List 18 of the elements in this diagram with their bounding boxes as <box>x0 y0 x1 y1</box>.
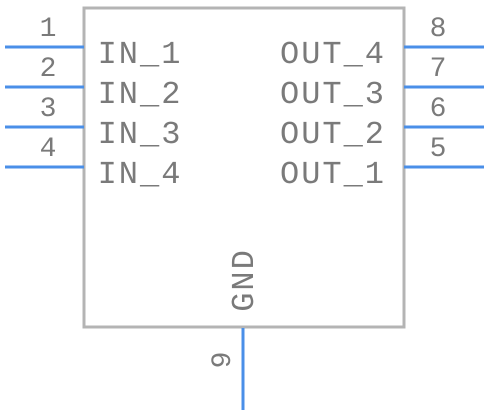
pin-number: 9 <box>210 352 238 368</box>
pin-name: IN_1 <box>98 39 182 71</box>
pin-number: 7 <box>430 56 446 84</box>
pin-number: 4 <box>40 136 56 164</box>
pin-name: OUT_4 <box>280 39 386 71</box>
pin-number: 2 <box>40 56 56 84</box>
pin-number: 6 <box>430 96 446 124</box>
pin-name: OUT_1 <box>280 159 386 191</box>
pin-number: 8 <box>430 16 446 44</box>
pin-name: GND <box>229 248 261 312</box>
pin-number: 3 <box>40 96 56 124</box>
pin-number: 1 <box>40 16 56 44</box>
pin-name: IN_2 <box>98 79 182 111</box>
pin-name: IN_4 <box>98 159 182 191</box>
pin-number: 5 <box>430 136 446 164</box>
pin-name: IN_3 <box>98 119 182 151</box>
pin-name: OUT_3 <box>280 79 386 111</box>
pin-name: OUT_2 <box>280 119 386 151</box>
